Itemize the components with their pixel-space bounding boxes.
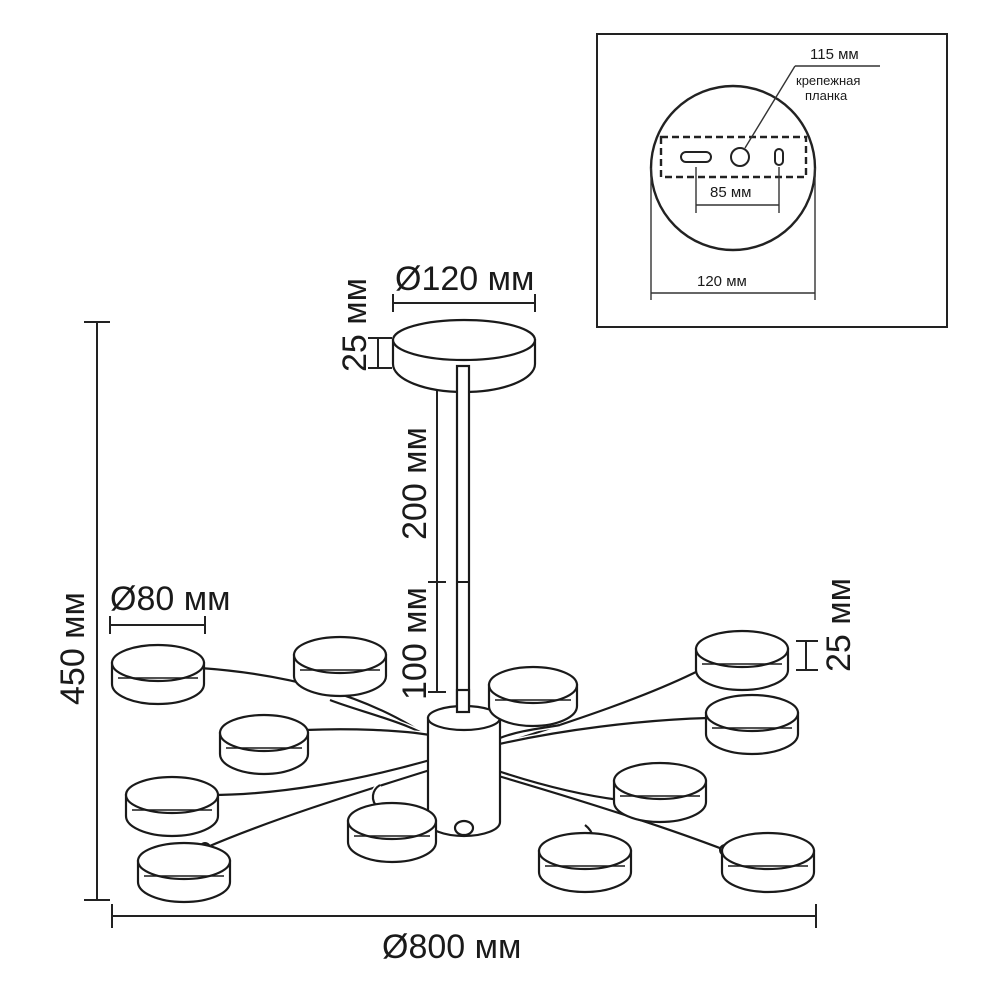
shade-diameter-label: Ø80 мм bbox=[110, 580, 230, 618]
shade-height-label: 25 мм bbox=[820, 578, 858, 672]
arms bbox=[199, 665, 731, 856]
central-hub bbox=[426, 688, 502, 838]
total-height-label: 450 мм bbox=[54, 592, 92, 705]
canopy-diameter-label: Ø120 мм bbox=[395, 260, 534, 298]
plate-width-label: 120 мм bbox=[697, 273, 747, 290]
shades bbox=[110, 629, 816, 904]
shade bbox=[218, 713, 310, 776]
shade bbox=[537, 831, 633, 894]
shade bbox=[292, 635, 388, 698]
mounting-plate-inset: 115 мм крепежная планка 85 мм 120 мм bbox=[596, 33, 948, 328]
bracket-label-line1: крепежная bbox=[796, 73, 860, 88]
dimension-lines bbox=[84, 294, 818, 928]
shade bbox=[704, 693, 800, 756]
shade bbox=[487, 665, 579, 728]
hole-spacing-label: 115 мм bbox=[810, 46, 859, 63]
shade bbox=[124, 775, 220, 838]
shade bbox=[694, 629, 790, 692]
bracket-label-line2: планка bbox=[805, 88, 848, 103]
rod-extension-label: 100 мм bbox=[396, 587, 434, 700]
shade bbox=[720, 831, 816, 894]
shade bbox=[346, 801, 438, 864]
total-diameter-label: Ø800 мм bbox=[382, 928, 521, 966]
canopy-height-label: 25 мм bbox=[336, 278, 374, 372]
shade bbox=[110, 643, 206, 706]
slot-spacing-label: 85 мм bbox=[710, 184, 751, 201]
rod-length-label: 200 мм bbox=[396, 427, 434, 540]
suspension-rod bbox=[455, 364, 471, 708]
shade bbox=[136, 841, 232, 904]
shade bbox=[612, 761, 708, 824]
